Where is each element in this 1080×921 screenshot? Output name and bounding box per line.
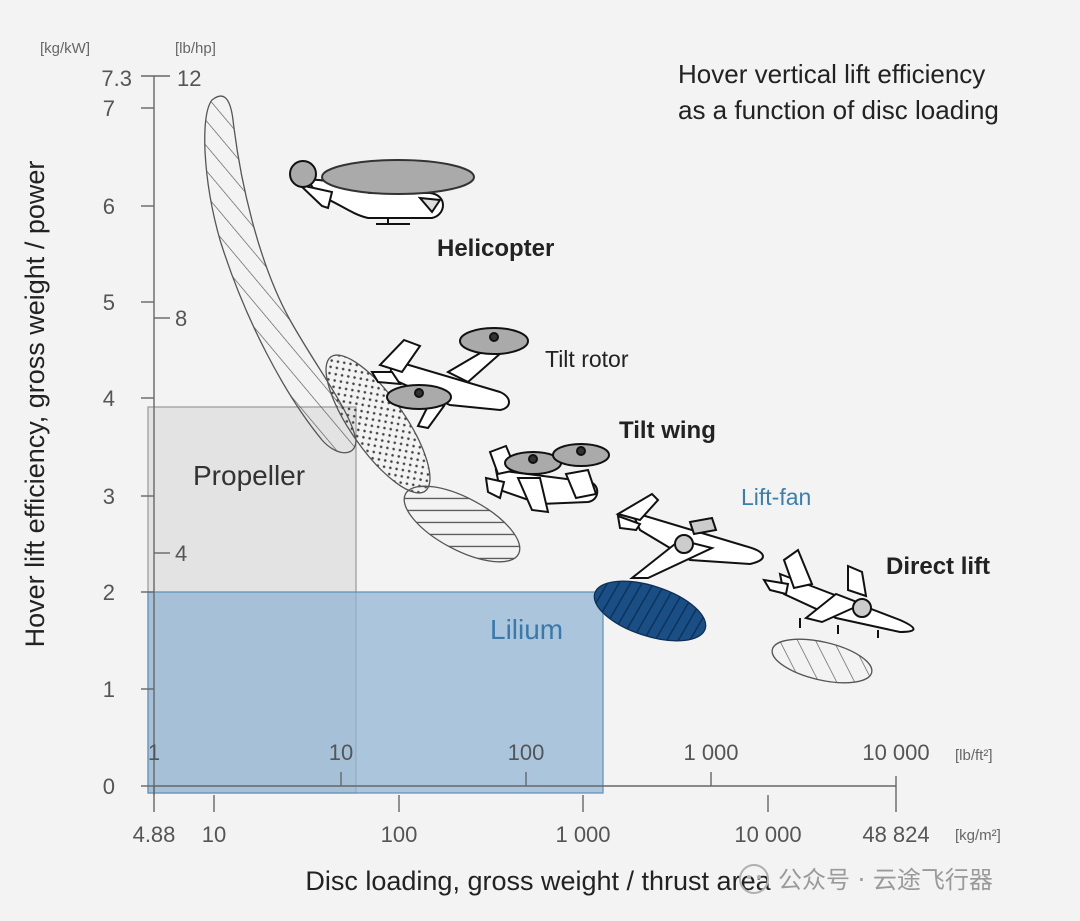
y2-tick-label: 12 [177,66,201,91]
x-tick-label: 1 000 [555,822,610,847]
x-unit-bottom: [kg/m²] [955,827,1001,844]
direct-lift-band [771,638,873,684]
x-tick-label: 100 [381,822,418,847]
tilt-wing-label: Tilt wing [619,417,716,444]
direct-lift-icon [762,548,915,638]
y-tick-label: 7.3 [101,66,132,91]
y-tick-labels: 7.3 7 6 5 4 3 2 1 0 [101,66,132,799]
y-tick-label: 6 [103,194,115,219]
chart-subtitle: as a function of disc loading [678,95,999,125]
x-axis [153,772,897,812]
y-axis [141,75,170,795]
y-tick-label: 7 [103,96,115,121]
lilium-label: Lilium [490,614,563,645]
chart-title: Hover vertical lift efficiency [678,59,985,89]
y-tick-label: 5 [103,290,115,315]
helicopter-label: Helicopter [437,235,554,262]
direct-lift-label: Direct lift [886,553,990,580]
tilt-wing-icon [484,443,610,514]
x-unit-top: [lb/ft²] [955,747,993,764]
y-tick-label: 1 [103,677,115,702]
tilt-rotor-icon [370,327,529,430]
x-top-tick-label: 10 000 [862,740,929,765]
tilt-wing-band [403,485,521,563]
tilt-rotor-label: Tilt rotor [545,346,629,372]
x-top-tick-labels: 1 10 100 1 000 10 000 [148,740,930,765]
x-bottom-tick-labels: 4.88 10 100 1 000 10 000 48 824 [133,822,930,847]
x-top-tick-label: 1 [148,740,160,765]
lift-fan-label: Lift-fan [741,484,811,510]
lift-fan-band [593,580,707,642]
x-tick-label: 48 824 [862,822,929,847]
x-top-tick-label: 100 [508,740,545,765]
x-top-tick-label: 1 000 [683,740,738,765]
lilium-region [147,591,604,794]
y-unit-primary: [kg/kW] [40,40,90,57]
helicopter-icon [289,159,475,225]
x-tick-label: 10 [202,822,226,847]
lift-fan-icon [615,492,764,579]
y-unit-secondary: [lb/hp] [175,40,216,57]
y-tick-label: 0 [103,774,115,799]
y2-tick-label: 8 [175,306,187,331]
watermark: 公众号 · 云途飞行器 [739,864,993,894]
y-secondary-tick-labels: 12 8 4 [175,66,201,566]
x-top-tick-label: 10 [329,740,353,765]
watermark-text: 公众号 · 云途飞行器 [778,866,993,894]
y2-tick-label: 4 [175,541,187,566]
y-axis-title: Hover lift efficiency, gross weight / po… [20,161,50,648]
x-axis-title: Disc loading, gross weight / thrust area [305,866,771,896]
y-tick-label: 4 [103,386,115,411]
y-tick-label: 2 [103,580,115,605]
wechat-icon [739,864,769,894]
x-tick-label: 10 000 [734,822,801,847]
x-tick-label: 4.88 [133,822,176,847]
propeller-label: Propeller [193,460,305,491]
y-tick-label: 3 [103,484,115,509]
